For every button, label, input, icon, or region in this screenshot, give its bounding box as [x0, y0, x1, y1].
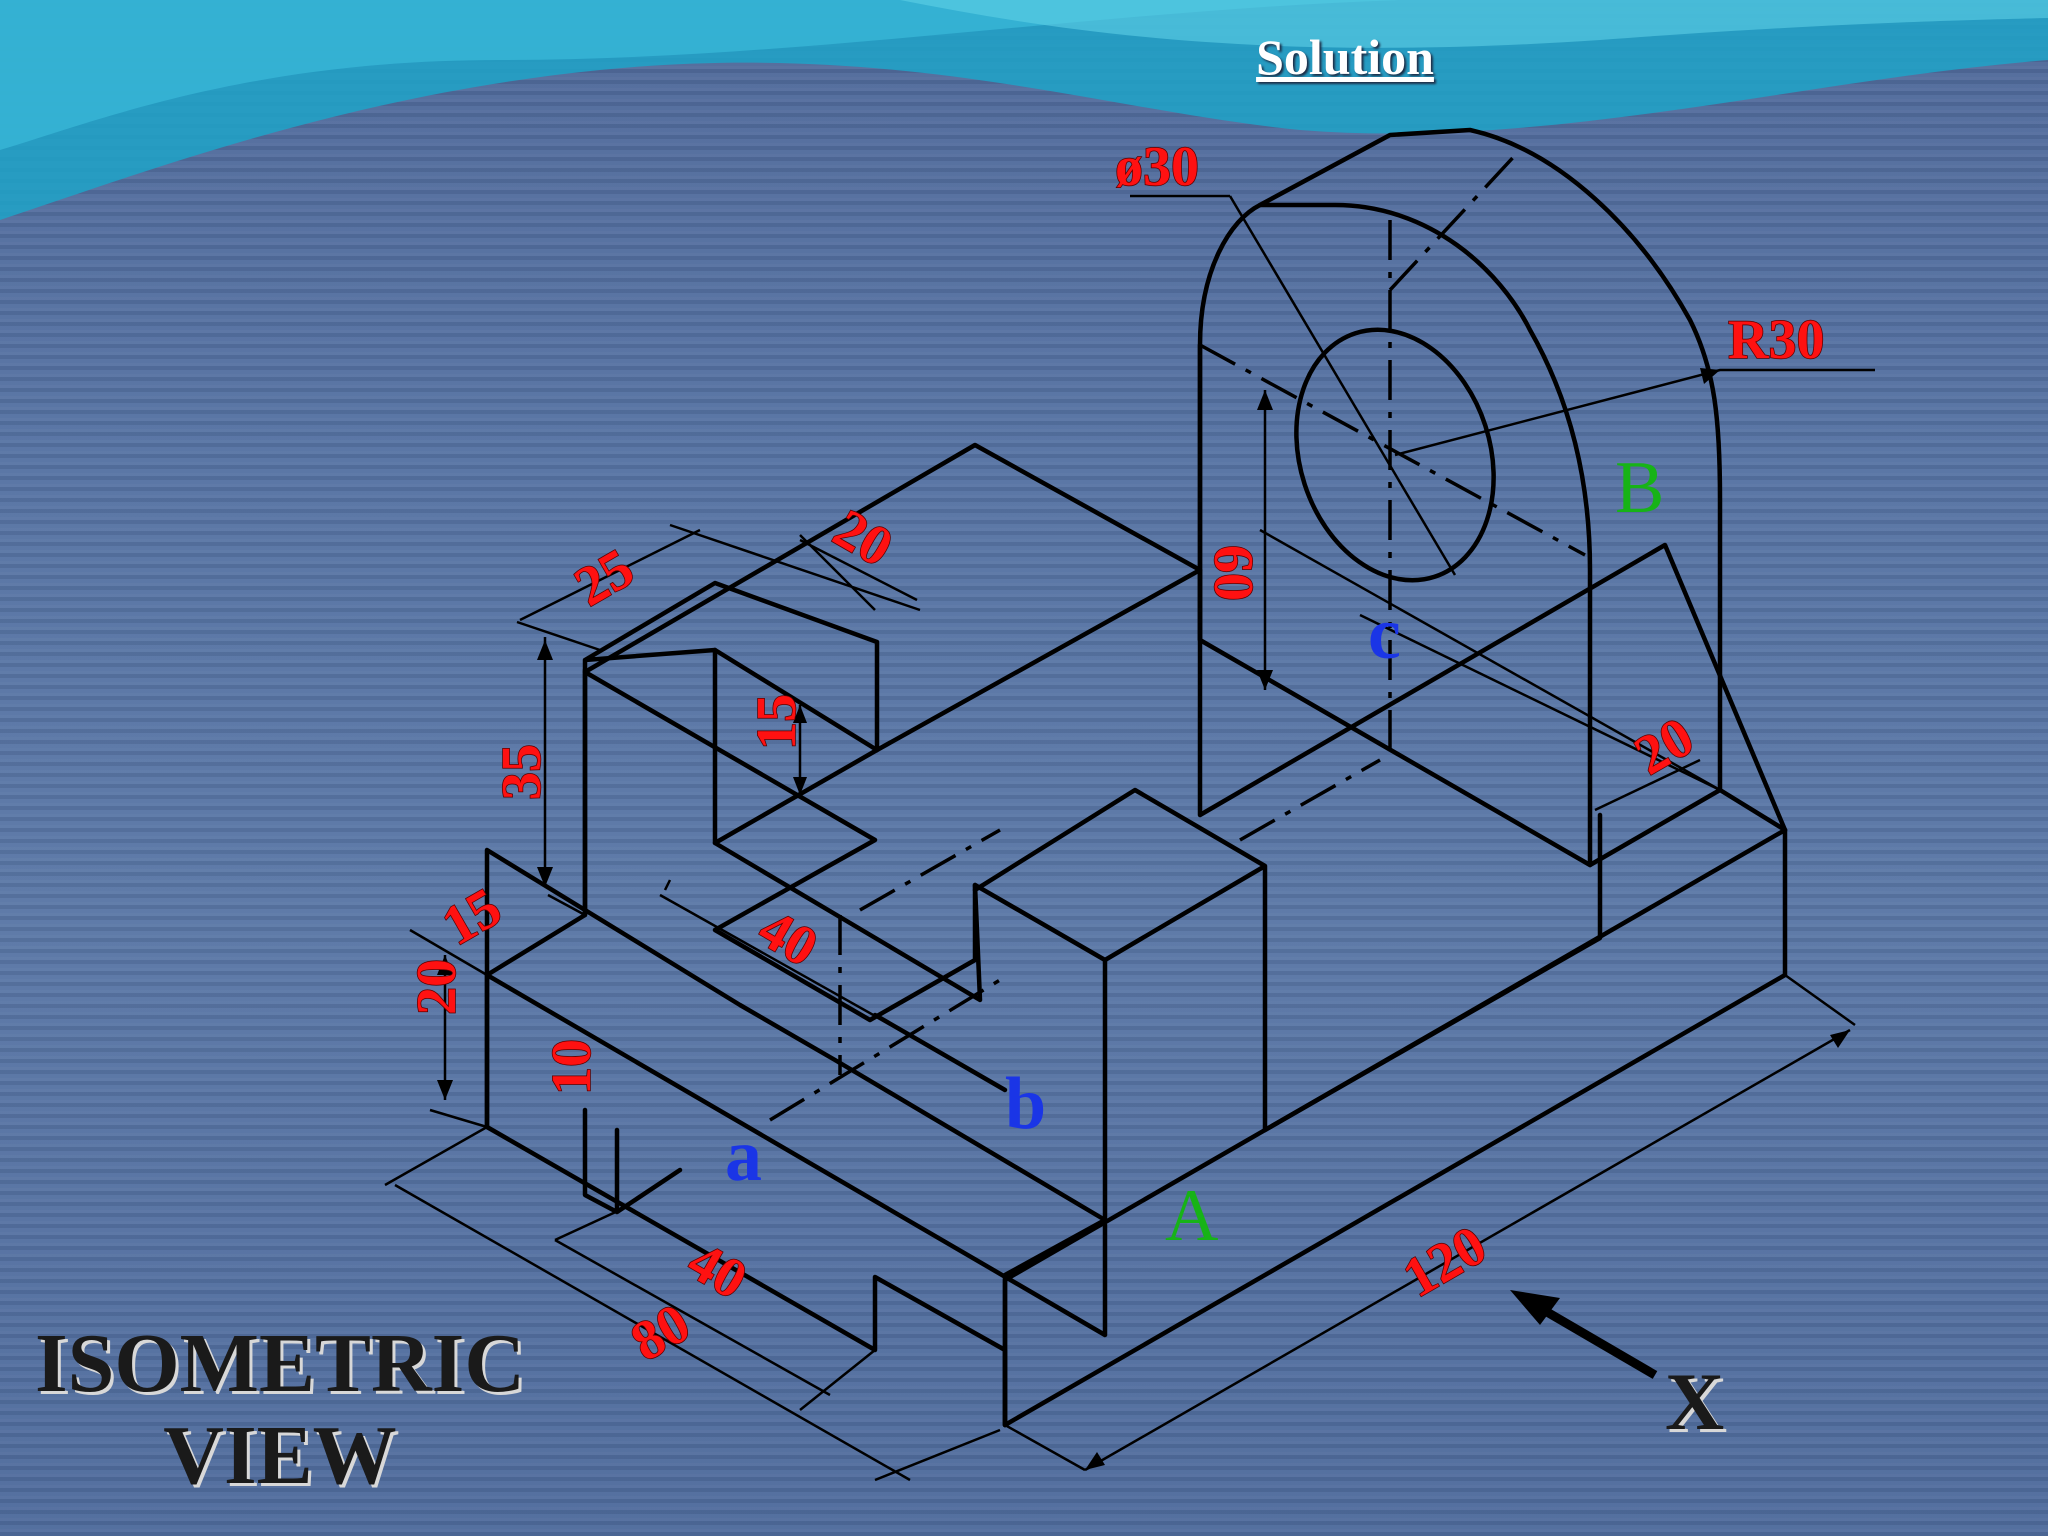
boss-back	[1257, 127, 1723, 868]
dim-top-block-width: 25	[565, 537, 644, 619]
base-right-face	[1002, 827, 1788, 1428]
dim-hole-diameter: ø30	[1115, 136, 1199, 198]
caption-line-2: VIEW	[163, 1409, 397, 1502]
middle-block	[972, 787, 1603, 1133]
hole-ellipse	[1294, 327, 1496, 583]
face-label-b: b	[1005, 1063, 1046, 1145]
dim-slot-length: 40	[748, 897, 827, 979]
view-arrow	[1510, 1290, 1658, 1379]
face-label-a: a	[725, 1115, 762, 1197]
boss-front	[1197, 202, 1593, 868]
face-label-c: c	[1368, 593, 1401, 675]
centerline-slot	[859, 828, 1001, 912]
face-labels: a b c A B	[725, 447, 1664, 1257]
caption: ISOMETRIC VIEW	[20, 1318, 540, 1502]
face-label-A: A	[1165, 1175, 1218, 1257]
base-top-outline	[582, 442, 1788, 1428]
center-lines	[769, 148, 1586, 1122]
wave-decoration-2	[0, 0, 1400, 150]
dim-base-height: 20	[406, 959, 468, 1015]
dim-step-height: 15	[746, 694, 808, 750]
dimension-lines	[384, 194, 1875, 1482]
boss-base	[1717, 787, 1788, 833]
upper-block-edge	[712, 647, 880, 753]
dim-upper-offset: 15	[432, 876, 511, 958]
slot-edge	[712, 840, 983, 1003]
slide-title: Solution	[1256, 29, 1434, 85]
caption-line-1: ISOMETRIC	[34, 1317, 526, 1410]
centerline-lower	[1239, 758, 1381, 842]
arrowheads	[437, 368, 1850, 1470]
object-outline	[484, 127, 1788, 1428]
dim-front-length: 80	[621, 1292, 700, 1374]
dim-total-length: 120	[1393, 1214, 1497, 1310]
centerline-front	[769, 978, 1001, 1122]
centerline-top	[1388, 148, 1522, 292]
direction-label: X	[1665, 1356, 1725, 1447]
face-label-B: B	[1615, 447, 1664, 529]
dim-boss-radius: R30	[1728, 309, 1824, 371]
dim-groove-depth: 10	[541, 1039, 603, 1095]
front-top-edge	[484, 972, 1108, 1338]
centerline-horizontal	[1199, 343, 1586, 557]
groove	[582, 1107, 683, 1215]
dim-top-block-height: 35	[491, 744, 553, 800]
upper-block	[582, 580, 880, 918]
wave-highlight	[900, 0, 2048, 48]
dim-top-block-depth: 20	[823, 497, 902, 579]
upper-back	[874, 567, 1203, 753]
dim-boss-height: 60	[1202, 545, 1264, 601]
